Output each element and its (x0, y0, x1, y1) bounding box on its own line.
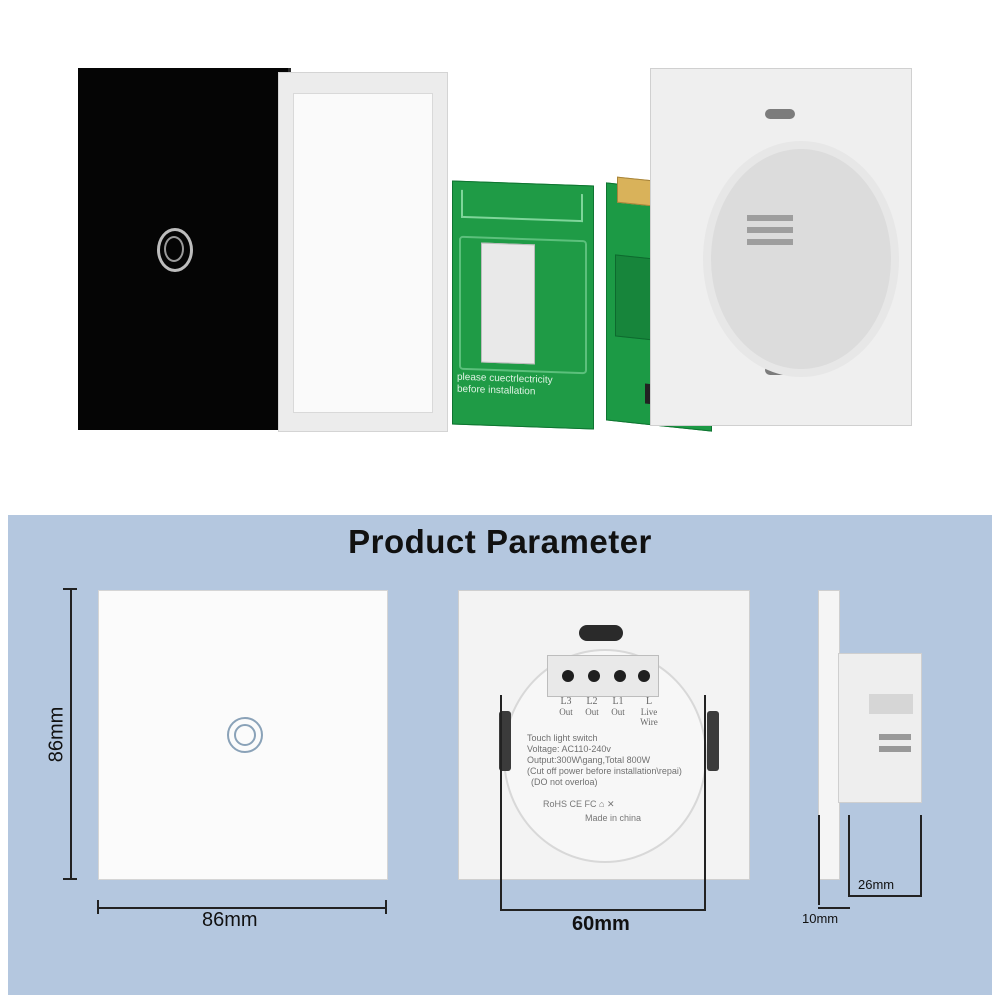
spec-line: Output:300W\gang,Total 800W (527, 755, 651, 765)
height-dimension-line (70, 588, 72, 880)
back-latch (579, 625, 623, 641)
touch-ring-icon (157, 228, 193, 272)
thickness-dimension-line (818, 907, 850, 909)
vent-slot (747, 227, 793, 233)
side-detail (879, 746, 911, 752)
depth-extension-left (848, 815, 850, 897)
terminal-block (547, 655, 659, 697)
spec-line: Touch light switch (527, 733, 598, 743)
exploded-product-view: please cuectrlectricity before installat… (78, 68, 912, 432)
module-right-extension (704, 695, 706, 909)
dimension-tick (63, 878, 77, 880)
mounting-slot (765, 109, 795, 119)
vent-slot (747, 215, 793, 221)
black-glass-panel (78, 68, 288, 430)
pcb-warning-text: please cuectrlectricity before installat… (457, 372, 587, 401)
back-box-well (703, 141, 899, 377)
touch-button-icon (227, 717, 263, 753)
side-view-module (838, 653, 922, 803)
terminal-screw (614, 670, 626, 682)
thickness-extension-left (818, 815, 820, 905)
mounting-clip (499, 711, 511, 771)
spec-line: (DO not overloa) (531, 777, 598, 787)
spec-line: Voltage: AC110-240v (527, 744, 611, 754)
module-width-line (500, 909, 706, 911)
side-depth-label: 26mm (858, 877, 895, 892)
touch-pcb-board: please cuectrlectricity before installat… (452, 180, 594, 430)
width-dimension-line (98, 907, 386, 909)
dimension-tick (63, 588, 77, 590)
mounting-base (650, 68, 912, 426)
side-detail (869, 694, 913, 714)
terminal-screw (588, 670, 600, 682)
spec-label: Touch light switch Voltage: AC110-240v O… (527, 733, 697, 788)
front-view-panel (98, 590, 388, 880)
depth-extension-right (920, 815, 922, 897)
side-view-panel (818, 590, 840, 880)
white-frame (278, 72, 448, 432)
side-detail (879, 734, 911, 740)
front-width-label: 86mm (202, 909, 258, 931)
front-height-label: 86mm (45, 706, 68, 763)
depth-dimension-line (848, 895, 922, 897)
panel-title: Product Parameter (348, 523, 652, 560)
dimension-tick (385, 900, 387, 914)
module-left-extension (500, 695, 502, 909)
side-thickness-label: 10mm (802, 911, 839, 926)
spec-line: (Cut off power before installation\repai… (527, 766, 682, 776)
mounting-clip (707, 711, 719, 771)
module-width-label: 60mm (572, 913, 630, 935)
made-in-label: Made in china (585, 813, 642, 823)
terminal-screw (638, 670, 650, 682)
certification-marks: RoHS CE FC ⌂ ✕ (543, 799, 615, 809)
frame-window (293, 93, 433, 413)
vent-slot (747, 239, 793, 245)
antenna-trace (461, 189, 583, 223)
relay-component (615, 254, 655, 341)
wifi-module (481, 242, 535, 365)
terminal-screw (562, 670, 574, 682)
dimension-tick (97, 900, 99, 914)
